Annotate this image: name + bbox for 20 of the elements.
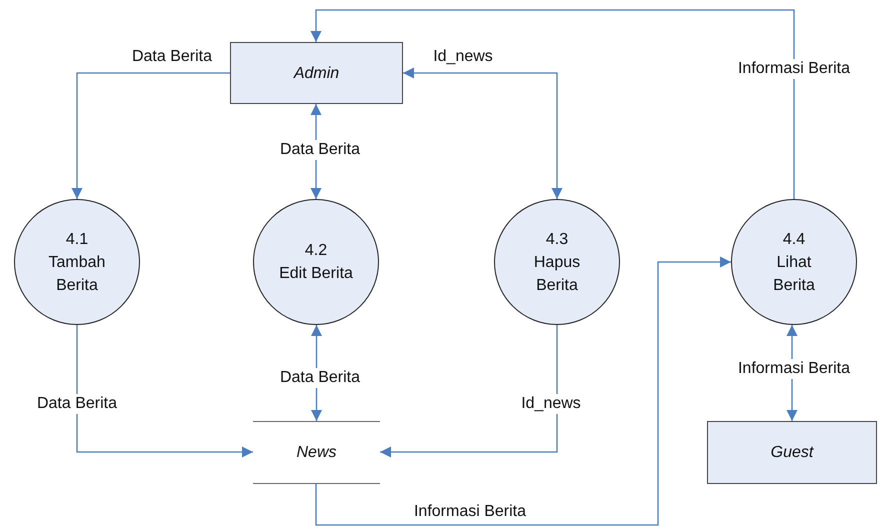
process-number: 4.1: [66, 230, 88, 250]
arrow: [380, 325, 558, 458]
node-label: Hapus Berita: [532, 252, 582, 296]
process-number: 4.4: [782, 230, 806, 250]
node-label: Guest: [770, 443, 814, 463]
process-number: 4.3: [546, 230, 568, 250]
process-number: 4.2: [304, 241, 328, 261]
node-label: Lihat Berita: [772, 252, 816, 296]
arrow: [315, 256, 731, 526]
node-label: Admin: [294, 64, 340, 84]
arrow: [310, 9, 795, 199]
arrow: [76, 325, 253, 458]
node-label: News: [296, 443, 336, 463]
external-entity-box: [230, 42, 403, 104]
node-label: Edit Berita: [279, 264, 353, 284]
external-entity-box: [707, 421, 877, 484]
arrow: [72, 72, 230, 199]
arrow: [403, 68, 562, 199]
data-store: [253, 421, 380, 484]
node-label: Tambah Berita: [48, 252, 106, 296]
